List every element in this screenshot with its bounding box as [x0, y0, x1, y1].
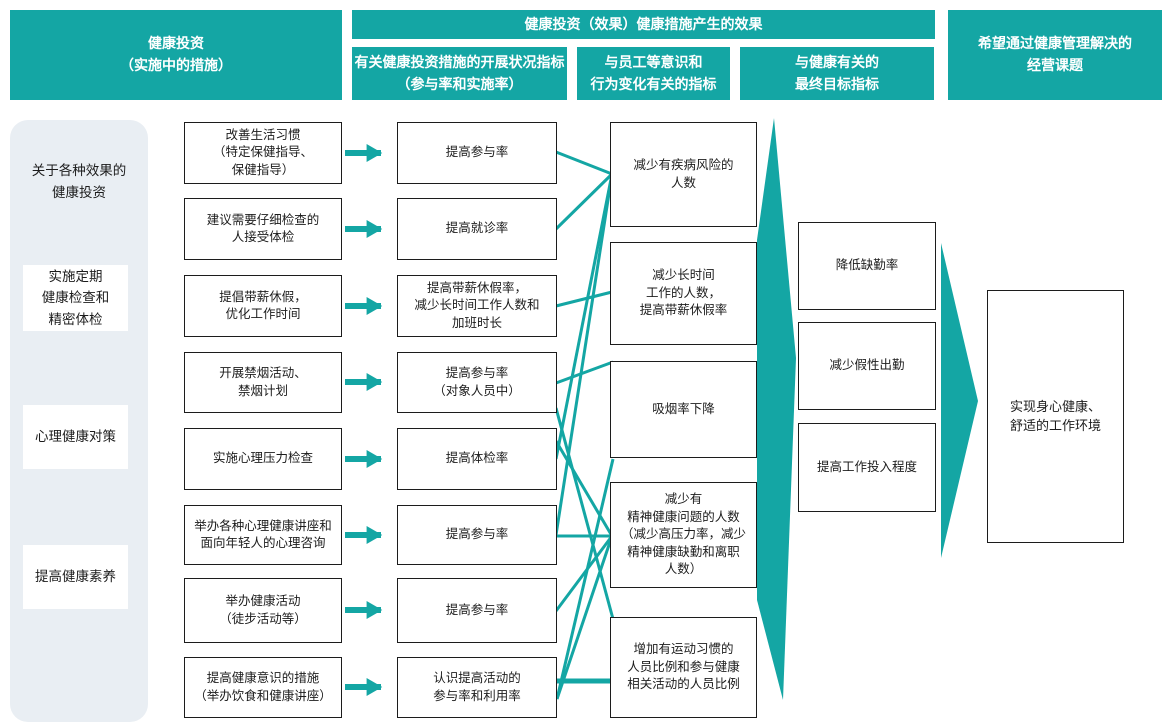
- connector-line: [555, 360, 614, 385]
- indicator-box-consultation: 提高就诊率: [397, 198, 557, 260]
- header-indicator-development: 有关健康投资措施的开展状况指标 （参与率和实施率）: [352, 47, 567, 100]
- final-box-engagement: 提高工作投入程度: [798, 423, 936, 512]
- outcome-box-smoking-rate: 吸烟率下降: [610, 361, 757, 458]
- indicator-box-participation-target: 提高参与率 （对象人员中）: [397, 352, 557, 413]
- outcome-box-long-hours: 减少长时间 工作的人数， 提高带薪休假率: [610, 242, 757, 345]
- outcome-box-mental-health: 减少有 精神健康问题的人数 （减少高压力率，减少 精神健康缺勤和离职 人数）: [610, 482, 757, 588]
- measure-box-mental-lectures: 举办各种心理健康讲座和 面向年轻人的心理咨询: [184, 505, 342, 565]
- header-investment: 健康投资 （实施中的措施）: [10, 10, 342, 100]
- indicator-box-participation-3: 提高参与率: [397, 578, 557, 643]
- indicator-box-participation-2: 提高参与率: [397, 505, 557, 565]
- measure-arrows: [345, 144, 383, 696]
- sidebar-group-checkups: 实施定期 健康检查和 精密体检: [23, 265, 128, 331]
- measure-box-recheck: 建议需要仔细检查的 人接受体检: [184, 198, 342, 260]
- measure-box-lifestyle: 改善生活习惯 （特定保健指导、 保健指导）: [184, 122, 342, 184]
- header-effect-bar: 健康投资（效果）健康措施产生的效果: [352, 10, 935, 39]
- connector-line: [554, 407, 615, 620]
- indicator-box-utilization: 认识提高活动的 参与率和利用率: [397, 657, 557, 718]
- indicator-box-paid-leave-rate: 提高带薪休假率， 减少长时间工作人数和 加班时长: [397, 275, 557, 337]
- connector-line: [555, 150, 613, 176]
- sidebar-group-mental-health: 心理健康对策: [23, 405, 128, 469]
- connector-line: [554, 535, 614, 612]
- connector-line: [555, 290, 613, 308]
- connector-lines: [554, 150, 615, 700]
- connector-line: [554, 173, 614, 536]
- measure-box-no-smoking: 开展禁烟活动、 禁烟计划: [184, 352, 342, 413]
- sidebar-group-literacy: 提高健康素养: [23, 545, 128, 609]
- header-management-issues: 希望通过健康管理解决的 经营课题: [948, 10, 1162, 100]
- goal-box: 实现身心健康、 舒适的工作环境: [987, 290, 1124, 543]
- measure-box-stress-check: 实施心理压力检查: [184, 428, 342, 490]
- stage-arrow-final-to-goal: [941, 243, 978, 558]
- outcome-box-disease-risk: 减少有疾病风险的 人数: [610, 122, 757, 227]
- header-indicator-awareness: 与员工等意识和 行为变化有关的指标: [577, 47, 730, 100]
- final-box-absenteeism: 降低缺勤率: [798, 222, 936, 310]
- indicator-box-checkup-rate: 提高体检率: [397, 428, 557, 490]
- indicator-box-participation-1: 提高参与率: [397, 122, 557, 184]
- outcome-box-exercise-habit: 增加有运动习惯的 人员比例和参与健康 相关活动的人员比例: [610, 617, 757, 718]
- measure-box-health-events: 举办健康活动 （徒步活动等）: [184, 578, 342, 643]
- connector-line: [555, 458, 615, 700]
- sidebar-group-effects: 关于各种效果的 健康投资: [31, 163, 127, 200]
- connector-line: [554, 173, 614, 460]
- measure-box-paid-leave: 提倡带薪休假， 优化工作时间: [184, 275, 342, 337]
- connector-line: [554, 172, 614, 231]
- stage-arrow-outcomes-to-final: [757, 118, 796, 700]
- final-box-presenteeism: 减少假性出勤: [798, 322, 936, 410]
- connector-line: [554, 440, 614, 537]
- connector-line: [555, 535, 614, 700]
- header-indicator-final: 与健康有关的 最终目标指标: [740, 47, 934, 100]
- measure-box-awareness: 提高健康意识的措施 （举办饮食和健康讲座）: [184, 657, 342, 718]
